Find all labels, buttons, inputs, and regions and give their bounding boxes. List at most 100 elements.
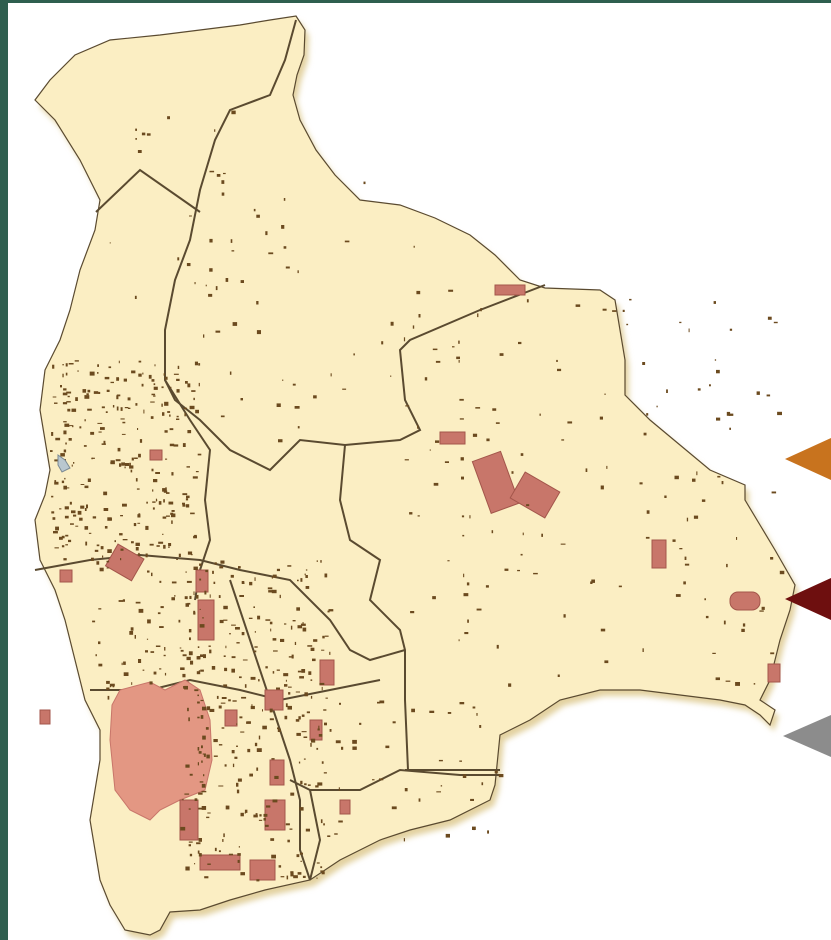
mining-speck [197, 850, 200, 854]
mining-speck [741, 628, 745, 632]
mining-speck [50, 450, 53, 452]
mining-speck [254, 631, 256, 633]
mining-speck [265, 231, 268, 236]
mining-speck [162, 533, 164, 535]
mining-speck [86, 504, 88, 509]
mining-speck [67, 395, 70, 398]
mining-speck [197, 656, 201, 659]
mining-speck [221, 192, 225, 196]
mining-speck [185, 603, 189, 607]
mining-speck [92, 620, 96, 623]
mining-speck [135, 403, 138, 406]
mining-speck [199, 624, 205, 628]
mining-speck [106, 687, 110, 690]
mining-speck [232, 763, 235, 768]
mining-speck [518, 341, 522, 345]
mining-speck [310, 695, 313, 699]
mining-speck [163, 544, 166, 549]
mining-speck [120, 418, 125, 420]
mining-speck [189, 595, 192, 599]
mining-speck [272, 799, 278, 803]
mining-speck [131, 457, 134, 461]
mining-speck [84, 526, 89, 530]
mining-speck [322, 635, 325, 639]
mining-speck [171, 510, 175, 512]
mining-speck [729, 328, 733, 331]
mining-speck [64, 477, 66, 480]
mining-speck [137, 150, 142, 153]
mining-speck [148, 374, 152, 379]
mining-speck [141, 132, 146, 136]
mining-speck [142, 372, 144, 375]
mining-speck [305, 575, 308, 578]
concession-block [197, 599, 215, 641]
mining-speck [198, 363, 201, 366]
mining-speck [116, 394, 121, 397]
mining-speck [317, 728, 320, 731]
mining-speck [315, 785, 319, 788]
mining-speck [240, 872, 245, 876]
mining-speck [131, 682, 133, 685]
mining-speck [151, 468, 154, 472]
mining-speck [241, 632, 245, 636]
mining-speck [232, 700, 237, 702]
mining-speck [533, 572, 538, 575]
mining-speck [305, 569, 308, 571]
mining-speck [664, 495, 667, 498]
mining-speck [163, 373, 165, 376]
mining-speck [452, 346, 455, 348]
mining-speck [74, 360, 79, 362]
mining-speck [244, 812, 246, 814]
mining-speck [135, 542, 140, 546]
mining-speck [123, 661, 126, 665]
mining-speck [726, 411, 731, 416]
mining-speck [317, 782, 323, 786]
lake-titicaca [57, 454, 71, 473]
mining-speck [301, 714, 305, 717]
mining-speck [417, 425, 419, 429]
mining-speck [770, 652, 775, 655]
mining-speck [404, 459, 409, 461]
mining-speck [294, 406, 300, 409]
mining-speck [73, 462, 75, 464]
mining-speck [66, 391, 72, 394]
mining-speck [197, 747, 200, 751]
mining-speck [288, 686, 292, 688]
mining-speck [194, 798, 198, 801]
mining-speck [316, 877, 318, 879]
mining-speck [458, 340, 460, 344]
mining-speck [392, 721, 396, 724]
mining-speck [145, 553, 148, 558]
mining-speck [66, 401, 71, 403]
mining-speck [241, 581, 245, 584]
mining-speck [170, 386, 172, 389]
mining-speck [231, 250, 235, 252]
mining-speck [165, 487, 167, 490]
mining-speck [216, 695, 219, 699]
mining-speck [297, 670, 302, 673]
mining-speck [168, 501, 174, 505]
mining-speck [77, 370, 79, 372]
mining-speck [223, 172, 226, 175]
mining-speck [329, 729, 332, 732]
mining-speck [189, 215, 192, 217]
mining-speck [290, 871, 294, 874]
mining-speck [182, 673, 186, 678]
concession-block [471, 450, 520, 514]
mining-speck [390, 321, 394, 326]
mining-speck [199, 578, 202, 581]
mining-speck [180, 667, 185, 670]
mining-speck [118, 600, 123, 602]
mining-speck [138, 608, 144, 613]
mining-speck [238, 566, 241, 569]
mining-speck [302, 627, 307, 632]
mining-speck [517, 569, 520, 572]
mining-speck [62, 392, 68, 396]
mining-speck [209, 649, 212, 654]
mining-speck [95, 654, 97, 657]
mining-speck [129, 462, 131, 467]
mining-speck [429, 710, 435, 713]
concession-block [179, 799, 199, 841]
mining-speck [433, 482, 439, 486]
